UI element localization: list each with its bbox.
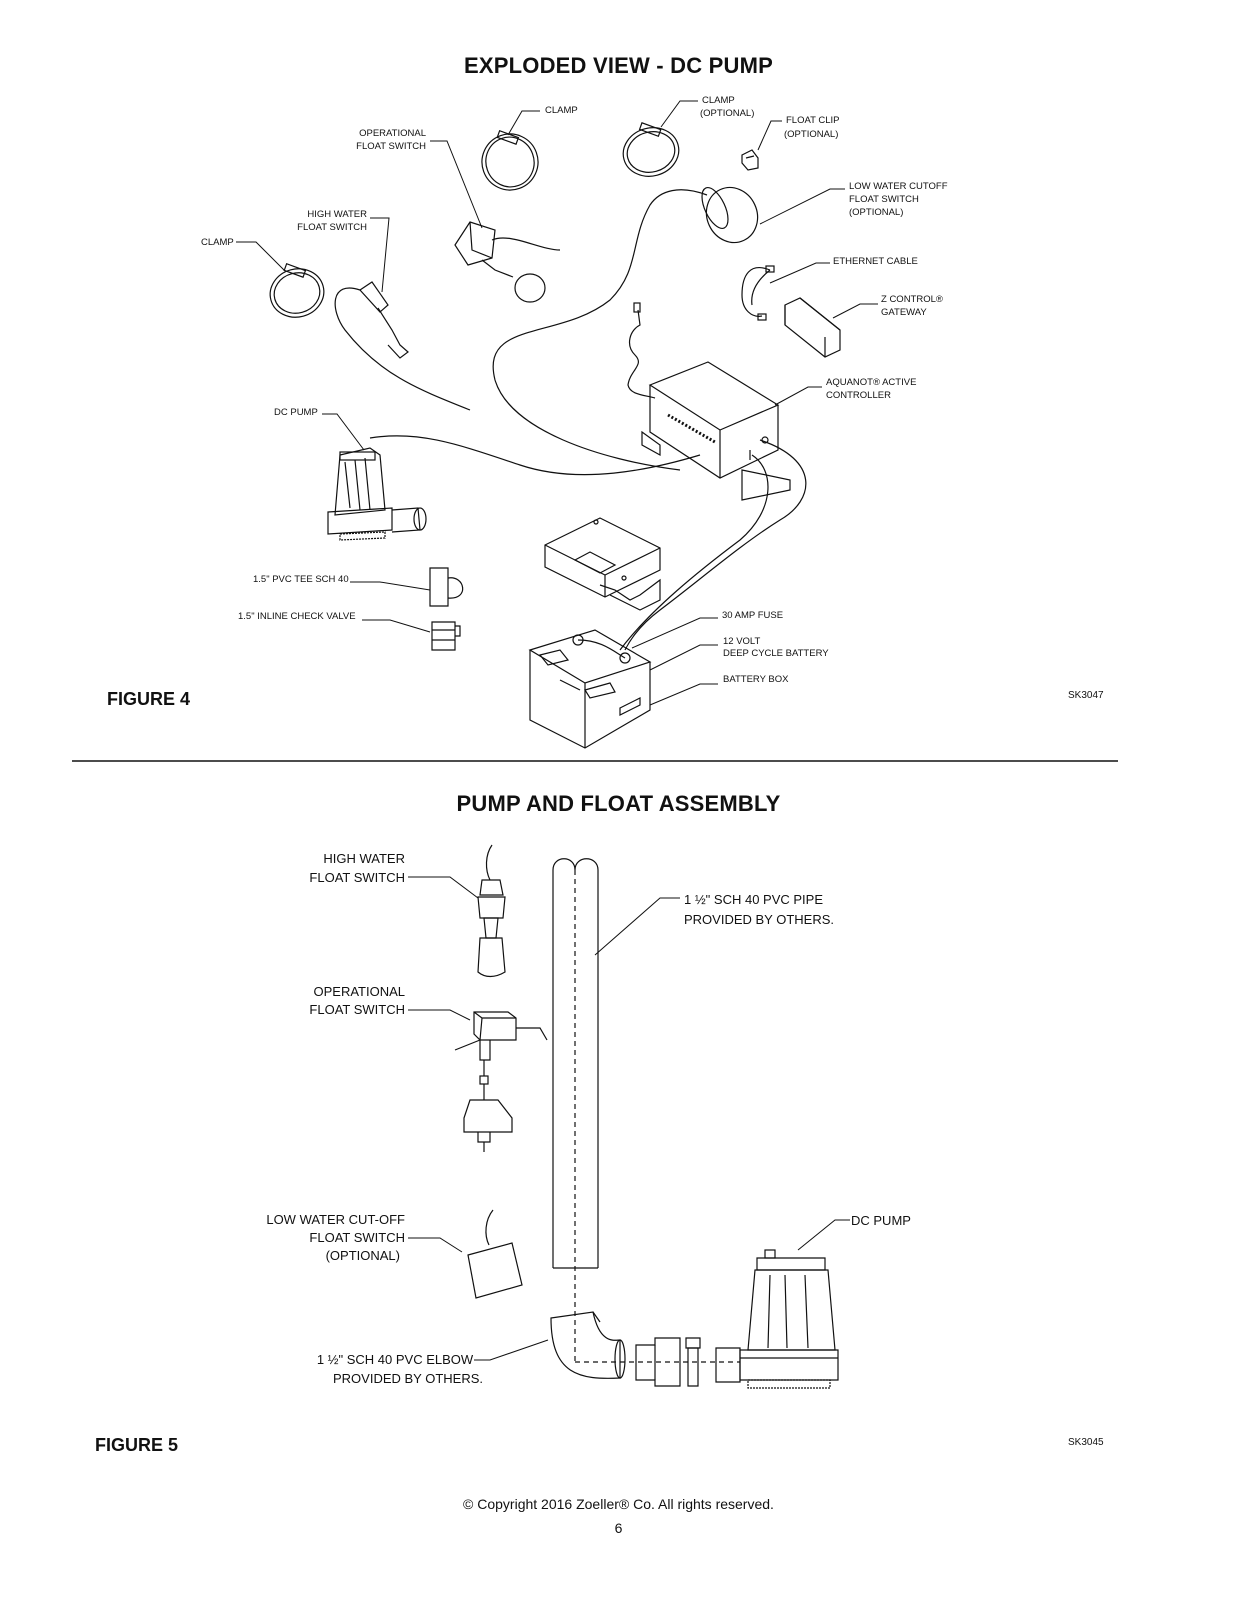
label-fig5-pipe-1: 1 ½" SCH 40 PVC PIPE [684, 892, 824, 907]
pvc-elbow-drawing [550, 1311, 626, 1379]
clamp-left-drawing [269, 262, 325, 318]
label-high-water-1: HIGH WATER [307, 209, 367, 220]
label-pvc-tee: 1.5" PVC TEE SCH 40 [253, 574, 349, 585]
label-fig5-low-water-2: FLOAT SWITCH [309, 1230, 405, 1245]
label-clamp-top: CLAMP [545, 105, 578, 116]
label-float-clip-1: FLOAT CLIP [786, 115, 840, 126]
label-zcontrol-1: Z CONTROL® [881, 294, 943, 305]
clamp-top-drawing [481, 129, 539, 191]
label-fig5-high-water-2: FLOAT SWITCH [309, 870, 405, 885]
label-clamp-optional-1: CLAMP [702, 95, 735, 106]
label-low-water-3: (OPTIONAL) [849, 207, 904, 218]
label-fig5-elbow-2: PROVIDED BY OTHERS. [332, 1371, 483, 1386]
battery-box-drawing [528, 629, 652, 749]
pvc-pipe-drawing [552, 858, 740, 1363]
page-number: 6 [614, 1520, 623, 1536]
operational-switch-drawing-fig5 [454, 1011, 548, 1152]
label-high-water-2: FLOAT SWITCH [297, 222, 367, 233]
figure5-code: SK3045 [1068, 1437, 1104, 1448]
label-operational-1: OPERATIONAL [359, 128, 426, 139]
figure5-title: PUMP AND FLOAT ASSEMBLY [456, 791, 781, 816]
high-water-switch-drawing-fig5 [477, 844, 506, 978]
label-fuse: 30 AMP FUSE [722, 610, 784, 621]
zcontrol-gateway-drawing [784, 297, 841, 358]
label-check-valve: 1.5" INLINE CHECK VALVE [238, 611, 356, 622]
clamp-optional-drawing [622, 122, 680, 177]
label-fig5-operational-2: FLOAT SWITCH [309, 1002, 405, 1017]
coupling-drawing [635, 1337, 741, 1387]
label-dc-pump-fig4: DC PUMP [274, 407, 318, 418]
label-clamp-left: CLAMP [201, 237, 234, 248]
figure4-leader-lines [236, 100, 878, 706]
copyright-text: © Copyright 2016 Zoeller® Co. All rights… [463, 1496, 774, 1512]
power-cord-drawing [627, 302, 656, 399]
label-battery-1: 12 VOLT [723, 636, 761, 647]
label-low-water-2: FLOAT SWITCH [849, 194, 919, 205]
float-clip-drawing [741, 149, 759, 171]
label-fig5-dc-pump: DC PUMP [851, 1213, 911, 1228]
label-float-clip-2: (OPTIONAL) [784, 129, 839, 140]
figure4-code: SK3047 [1068, 690, 1104, 701]
operational-switch-drawing [454, 221, 561, 303]
label-ethernet: ETHERNET CABLE [833, 256, 918, 267]
label-clamp-optional-2: (OPTIONAL) [700, 108, 755, 119]
label-fig5-pipe-2: PROVIDED BY OTHERS. [684, 912, 835, 927]
label-fig5-low-water-1: LOW WATER CUT-OFF [266, 1212, 405, 1227]
check-valve-drawing [431, 621, 461, 651]
enclosure-part-drawing [544, 517, 661, 611]
label-zcontrol-2: GATEWAY [881, 307, 927, 318]
aquanot-controller-drawing [641, 361, 791, 501]
label-fig5-elbow-1: 1 ½" SCH 40 PVC ELBOW [316, 1352, 474, 1367]
low-water-switch-drawing [492, 186, 759, 471]
label-aquanot-2: CONTROLLER [826, 390, 891, 401]
label-fig5-low-water-3: (OPTIONAL) [325, 1248, 400, 1263]
dc-pump-drawing-fig5 [739, 1249, 839, 1389]
figure5-leader-lines [408, 876, 850, 1361]
label-battery-2: DEEP CYCLE BATTERY [723, 648, 829, 659]
low-water-switch-drawing-fig5 [467, 1209, 523, 1299]
high-water-switch-drawing [334, 281, 471, 411]
label-operational-2: FLOAT SWITCH [356, 141, 426, 152]
figure4-label: FIGURE 4 [107, 689, 191, 709]
dc-pump-drawing-fig4 [327, 447, 427, 541]
ethernet-cable-drawing [741, 265, 775, 321]
label-fig5-operational-1: OPERATIONAL [313, 984, 405, 999]
label-low-water-1: LOW WATER CUTOFF [849, 181, 948, 192]
label-fig5-high-water-1: HIGH WATER [323, 851, 405, 866]
pvc-tee-drawing [429, 567, 464, 607]
figure4-title: EXPLODED VIEW - DC PUMP [464, 53, 773, 78]
label-aquanot-1: AQUANOT® ACTIVE [826, 377, 917, 388]
label-battery-box: BATTERY BOX [723, 674, 789, 685]
figure5-label: FIGURE 5 [95, 1435, 179, 1455]
wires-drawing [369, 435, 807, 651]
